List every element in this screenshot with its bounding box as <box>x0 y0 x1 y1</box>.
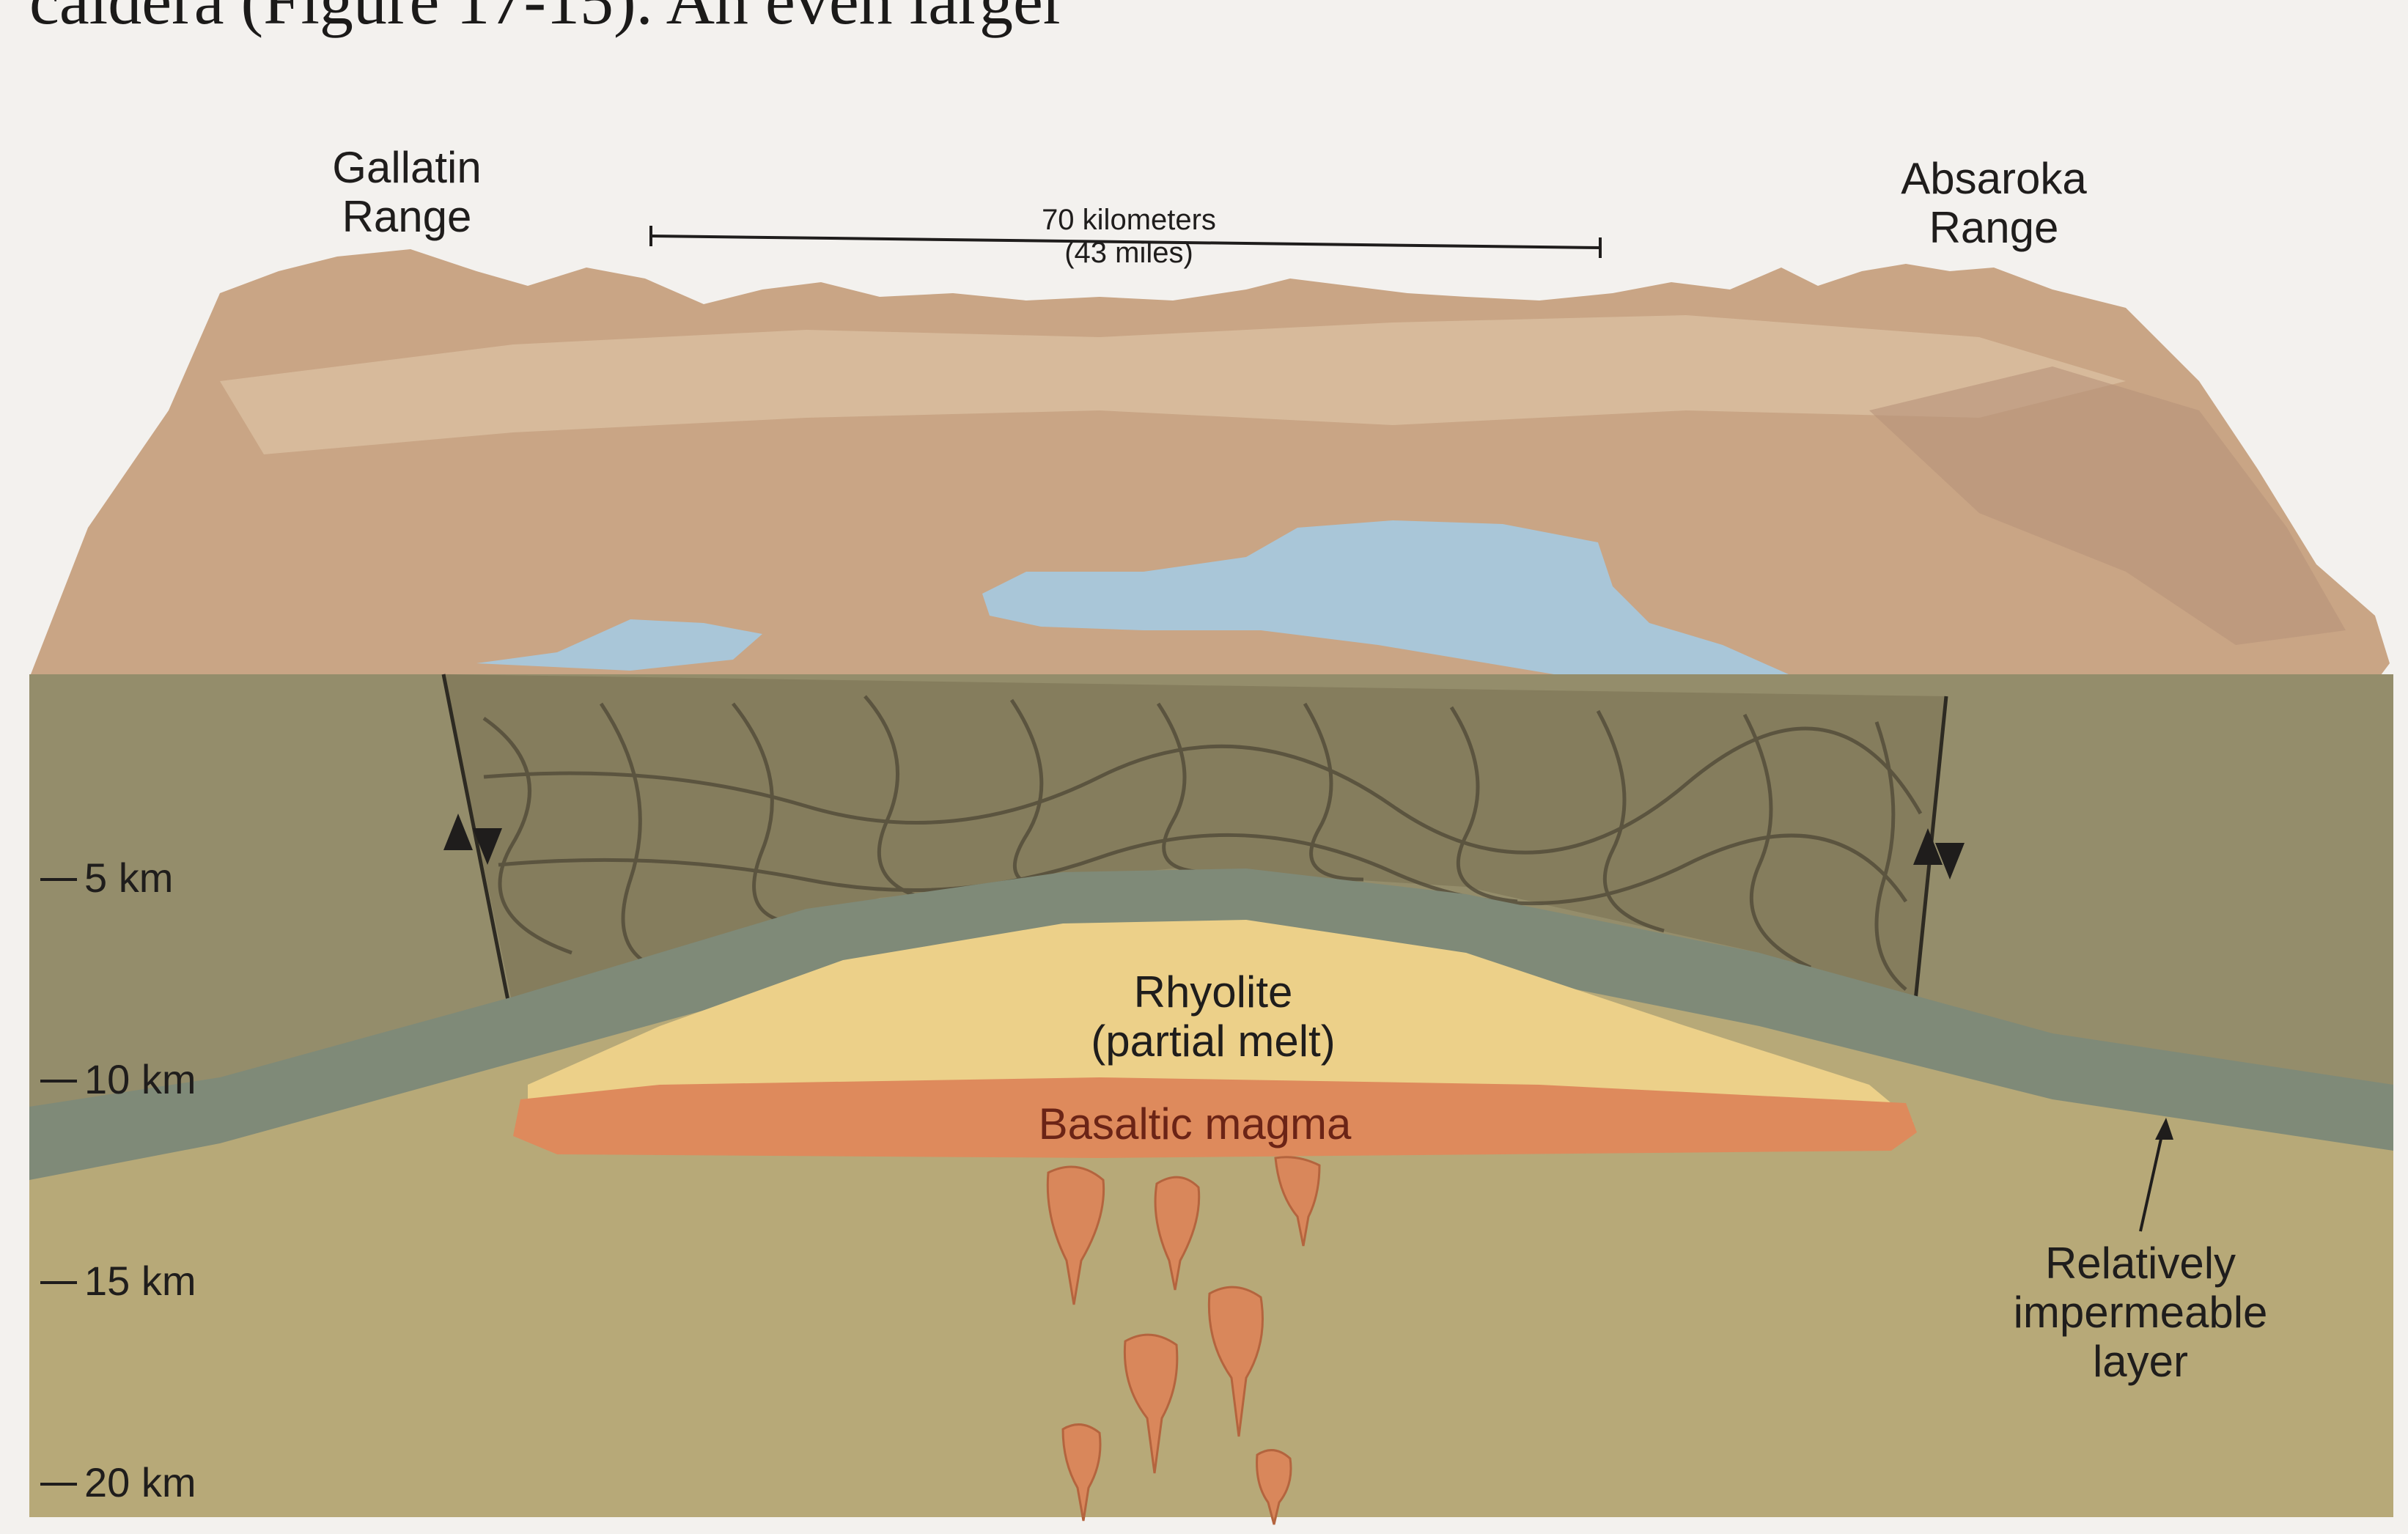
scale-mi-text: (43 miles) <box>982 237 1275 270</box>
depth-label-20km: 20 km <box>84 1459 196 1506</box>
scale-km-text: 70 kilometers <box>982 204 1275 237</box>
rhyolite-line1: Rhyolite <box>1048 967 1378 1017</box>
rhyolite-label: Rhyolite (partial melt) <box>1048 967 1378 1066</box>
depth-label-5km: 5 km <box>84 854 173 901</box>
depth-label-10km: 10 km <box>84 1055 196 1103</box>
gallatin-line2: Range <box>308 192 506 241</box>
absaroka-line1: Absaroka <box>1877 154 2111 203</box>
depth-label-15km: 15 km <box>84 1257 196 1305</box>
layer-line1: Relatively <box>1979 1239 2302 1288</box>
scale-label: 70 kilometers (43 miles) <box>982 204 1275 270</box>
layer-line2: impermeable <box>1979 1288 2302 1337</box>
rhyolite-line2: (partial melt) <box>1048 1017 1378 1066</box>
gallatin-line1: Gallatin <box>308 143 506 192</box>
absaroka-range-label: Absaroka Range <box>1877 154 2111 252</box>
layer-line3: layer <box>1979 1337 2302 1386</box>
gallatin-range-label: Gallatin Range <box>308 143 506 241</box>
absaroka-line2: Range <box>1877 203 2111 252</box>
basaltic-magma-label: Basaltic magma <box>990 1099 1400 1148</box>
basaltic-text: Basaltic magma <box>990 1099 1400 1148</box>
impermeable-layer-label: Relatively impermeable layer <box>1979 1239 2302 1387</box>
